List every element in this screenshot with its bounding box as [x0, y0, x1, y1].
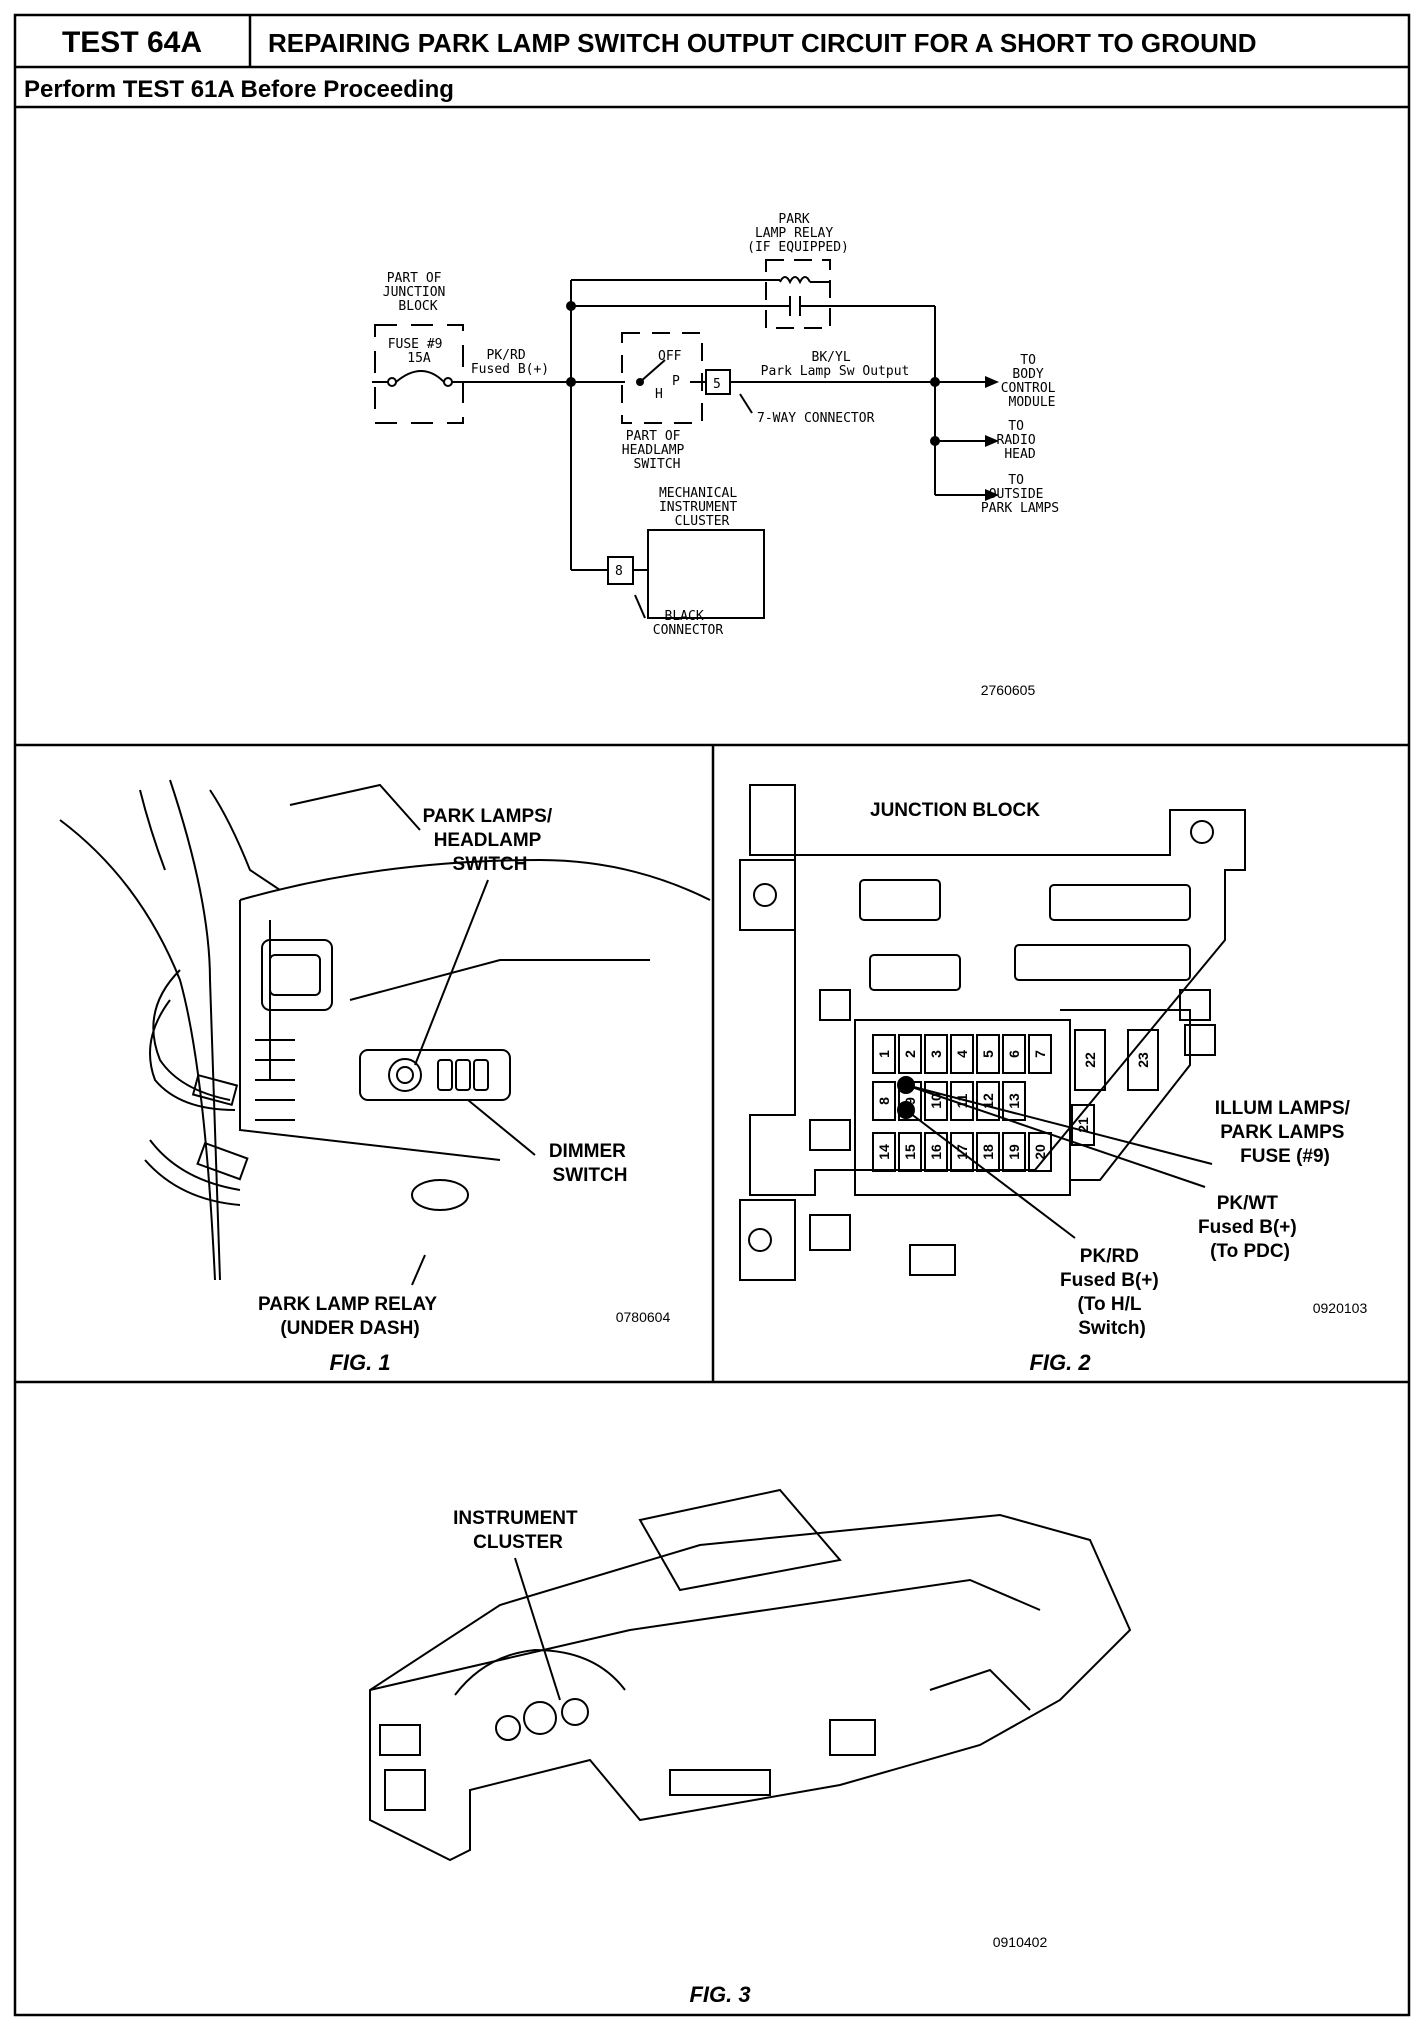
- fig3-figure-number: 0910402: [993, 1934, 1048, 1950]
- fuse-cell-6: 6: [1002, 1034, 1026, 1074]
- fuse-cell-4: 4: [950, 1034, 974, 1074]
- fig2-callout-pk-wt: PK/WT Fused B(+) (To PDC): [1198, 1193, 1302, 1262]
- fuse-number: 13: [1006, 1093, 1022, 1109]
- headlamp-switch-label: PART OF HEADLAMP SWITCH: [622, 429, 692, 472]
- park-lamp-relay-oval: [411, 1179, 469, 1211]
- relay-label: PARK LAMP RELAY (IF EQUIPPED): [747, 212, 849, 255]
- fuse-cell-2: 2: [898, 1034, 922, 1074]
- fuse-number: 22: [1082, 1052, 1098, 1068]
- output-wire-label: BK/YL Park Lamp Sw Output: [761, 350, 910, 379]
- outside-park-lamps-label: TO OUTSIDE PARK LAMPS: [981, 473, 1059, 516]
- junction-block-drawing: [739, 784, 1246, 1281]
- switch-off-label: OFF: [658, 349, 682, 364]
- wiring-schematic: [372, 259, 985, 619]
- fig3-callout-instrument-cluster: INSTRUMENT CLUSTER: [453, 1508, 583, 1553]
- park-lamp-relay: [765, 259, 831, 329]
- fuse-number: 8: [876, 1097, 892, 1105]
- test-id: TEST 64A: [62, 26, 202, 59]
- fig1-callout-dimmer-switch: DIMMER SWITCH: [549, 1141, 631, 1186]
- switch-head-label: H: [655, 387, 663, 402]
- page-title: REPAIRING PARK LAMP SWITCH OUTPUT CIRCUI…: [268, 28, 1256, 58]
- fuse-cell-19: 19: [1002, 1132, 1026, 1172]
- fig1-callout-headlamp-switch: PARK LAMPS/ HEADLAMP SWITCH: [423, 806, 558, 875]
- page-frame: [13, 13, 1411, 2017]
- fig1-illustration: [59, 779, 711, 1286]
- fuse-cell-13: 13: [1002, 1081, 1026, 1121]
- instrument-cluster-label: MECHANICAL INSTRUMENT CLUSTER: [659, 486, 745, 529]
- fuse-cell-12: 12: [976, 1081, 1000, 1121]
- fuse-cell-15: 15: [898, 1132, 922, 1172]
- fuse-number: 18: [980, 1144, 996, 1160]
- junction-block-label: PART OF JUNCTION BLOCK: [383, 271, 453, 314]
- fig2-leaders: [897, 1076, 1213, 1239]
- fig1-callout-park-lamp-relay: PARK LAMP RELAY (UNDER DASH): [258, 1294, 442, 1339]
- fuse-number: 1: [876, 1050, 892, 1058]
- fuse-number: 14: [876, 1144, 892, 1160]
- fuse-number: 23: [1135, 1052, 1151, 1068]
- fuse-number: 4: [954, 1050, 970, 1058]
- black-connector-label: BLACK CONNECTOR: [653, 609, 724, 638]
- fuse-cell-7: 7: [1028, 1034, 1052, 1074]
- seven-way-connector-label: 7-WAY CONNECTOR: [757, 411, 875, 426]
- prerequisite-note: Perform TEST 61A Before Proceeding: [24, 76, 454, 103]
- fuse-number: 9: [902, 1097, 918, 1105]
- fuse-number: 5: [980, 1050, 996, 1058]
- fuse-label: FUSE #9 15A: [388, 337, 451, 366]
- fig2-callout-illum-fuse: ILLUM LAMPS/ PARK LAMPS FUSE (#9): [1215, 1098, 1355, 1167]
- fuse-number: 7: [1032, 1050, 1048, 1058]
- fuse-cell-5: 5: [976, 1034, 1000, 1074]
- body-control-module-label: TO BODY CONTROL MODULE: [1001, 353, 1064, 410]
- connector-pin-label: 5: [713, 377, 721, 392]
- fuse-cell-10: 10: [924, 1081, 948, 1121]
- instrument-cluster-box: [647, 529, 765, 619]
- fuse-cell-3: 3: [924, 1034, 948, 1074]
- switch-park-label: P: [672, 374, 680, 389]
- fuse-cell-1: 1: [872, 1034, 896, 1074]
- fig1-figure-number: 0780604: [616, 1309, 671, 1325]
- fuse-number: 2: [902, 1050, 918, 1058]
- destination-arrows: [985, 376, 999, 501]
- fuse-cell-14: 14: [872, 1132, 896, 1172]
- junction-block-outline: [374, 324, 464, 424]
- fig1-caption: FIG. 1: [329, 1350, 390, 1375]
- fuse-number: 15: [902, 1144, 918, 1160]
- cluster-pin-label: 8: [615, 564, 623, 579]
- schematic-figure-number: 2760605: [981, 682, 1036, 698]
- fuse-cell-8: 8: [872, 1081, 896, 1121]
- fuse-number: 3: [928, 1050, 944, 1058]
- fuse-symbol: [395, 370, 445, 383]
- fig2-callout-pk-rd: PK/RD Fused B(+) (To H/L Switch): [1060, 1246, 1164, 1339]
- fuse-number: 19: [1006, 1144, 1022, 1160]
- fig2-figure-number: 0920103: [1313, 1300, 1368, 1316]
- fuse-number: 20: [1032, 1144, 1048, 1160]
- fuse-cell-20: 20: [1028, 1132, 1052, 1172]
- headlamp-switch-outline: [621, 332, 703, 424]
- fuse-number: 16: [928, 1144, 944, 1160]
- fig3-caption: FIG. 3: [689, 1982, 750, 2007]
- fig2-title: JUNCTION BLOCK: [870, 800, 1040, 821]
- schematic-labels: PART OF JUNCTION BLOCK FUSE #9 15A PK/RD…: [383, 212, 1064, 638]
- instrument-panel-drawing: [369, 1488, 1132, 1862]
- fuse-number: 6: [1006, 1050, 1022, 1058]
- fig2-caption: FIG. 2: [1029, 1350, 1091, 1375]
- radio-head-label: TO RADIO HEAD: [997, 419, 1044, 462]
- fuse-grid: 1234567891011121314151617181920222321: [872, 1034, 1151, 1172]
- feed-wire-label: PK/RD Fused B(+): [471, 348, 549, 377]
